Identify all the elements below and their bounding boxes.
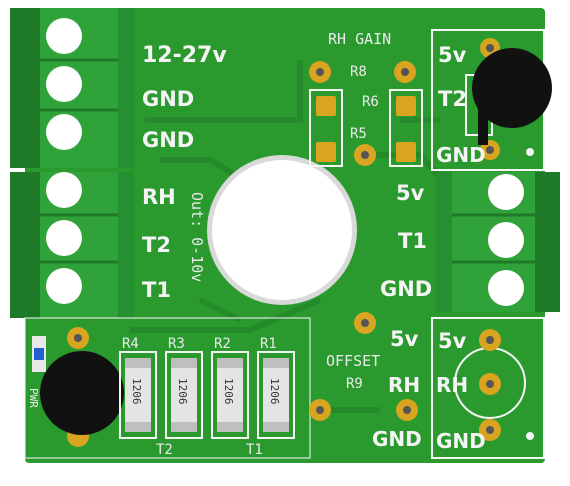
resistor-code: 1206 bbox=[222, 378, 235, 405]
label-bottom-right-gnd: GND bbox=[436, 429, 486, 453]
label-rh-gain: RH GAIN bbox=[328, 30, 391, 48]
resistor-r3: 1206 R3 bbox=[165, 336, 203, 439]
resistor-outline bbox=[211, 351, 249, 439]
resistor-endcap bbox=[171, 422, 197, 432]
label-right-5v: 5v bbox=[396, 181, 425, 205]
resistor-outline bbox=[165, 351, 203, 439]
label-bottom-right-rh: RH bbox=[436, 373, 468, 397]
resistor-endcap bbox=[263, 358, 289, 368]
bottom-right-outline bbox=[431, 317, 545, 459]
resistor-name: R3 bbox=[168, 336, 185, 352]
resistor-name: R4 bbox=[122, 336, 139, 352]
label-pwr: PWR bbox=[27, 388, 40, 408]
resistor-outline bbox=[119, 351, 157, 439]
resistor-endcap bbox=[263, 422, 289, 432]
label-offset-gnd: GND bbox=[372, 427, 422, 451]
resistor-r4: 1206 R4 bbox=[119, 336, 157, 439]
sensor-t2 bbox=[465, 38, 552, 160]
resistor-body bbox=[125, 358, 151, 432]
label-r5: R5 bbox=[350, 126, 367, 142]
resistor-code: 1206 bbox=[268, 378, 281, 405]
label-right-gnd: GND bbox=[380, 277, 432, 301]
label-group-t2: T2 bbox=[156, 442, 173, 458]
label-bottom-right-5v: 5v bbox=[438, 329, 467, 353]
mounting-hole-inner bbox=[212, 160, 352, 300]
resistor-code: 1206 bbox=[130, 378, 143, 405]
label-top-right-gnd: GND bbox=[436, 143, 486, 167]
offset-pads bbox=[309, 312, 418, 421]
gain-section bbox=[309, 61, 423, 167]
label-offset-5v: 5v bbox=[390, 327, 419, 351]
label-t1: T1 bbox=[142, 278, 171, 302]
label-r6: R6 bbox=[362, 94, 379, 110]
resistor-endcap bbox=[125, 422, 151, 432]
resistor-code: 1206 bbox=[176, 378, 189, 405]
resistor-body bbox=[263, 358, 289, 432]
sensor-t1-bottom bbox=[40, 327, 124, 447]
label-top-right-5v: 5v bbox=[438, 43, 467, 67]
label-r9: R9 bbox=[346, 376, 363, 392]
label-top-right-t2: T2 bbox=[438, 87, 467, 111]
left-terminal-block-signals bbox=[10, 172, 134, 318]
resistor-endcap bbox=[171, 358, 197, 368]
resistor-array: 1206 R4 1206 R3 1206 R2 1206 R1 bbox=[119, 336, 295, 439]
resistor-r1: 1206 R1 bbox=[257, 336, 295, 439]
label-rh: RH bbox=[142, 185, 176, 209]
label-12-27v: 12-27v bbox=[142, 43, 227, 68]
right-terminal-block bbox=[436, 172, 560, 312]
sensor-rh bbox=[454, 329, 534, 441]
resistor-endcap bbox=[217, 358, 243, 368]
label-offset: OFFSET bbox=[326, 352, 380, 370]
resistor-endcap bbox=[125, 358, 151, 368]
left-terminal-block-power bbox=[10, 8, 134, 168]
label-right-t1: T1 bbox=[398, 229, 427, 253]
label-output-range: Out: 0-10v bbox=[188, 192, 206, 282]
resistor-body bbox=[217, 358, 243, 432]
label-offset-rh: RH bbox=[388, 373, 420, 397]
label-gnd-2: GND bbox=[142, 128, 194, 152]
resistor-r2: 1206 R2 bbox=[211, 336, 249, 439]
label-r8: R8 bbox=[350, 64, 367, 80]
label-group-t1: T1 bbox=[246, 442, 263, 458]
resistor-name: R2 bbox=[214, 336, 231, 352]
resistor-endcap bbox=[217, 422, 243, 432]
pwr-led bbox=[32, 336, 46, 372]
bottom-left-outline bbox=[24, 317, 311, 459]
resistor-body bbox=[171, 358, 197, 432]
label-gnd-1: GND bbox=[142, 87, 194, 111]
label-t2: T2 bbox=[142, 233, 171, 257]
resistor-outline bbox=[257, 351, 295, 439]
resistor-name: R1 bbox=[260, 336, 277, 352]
